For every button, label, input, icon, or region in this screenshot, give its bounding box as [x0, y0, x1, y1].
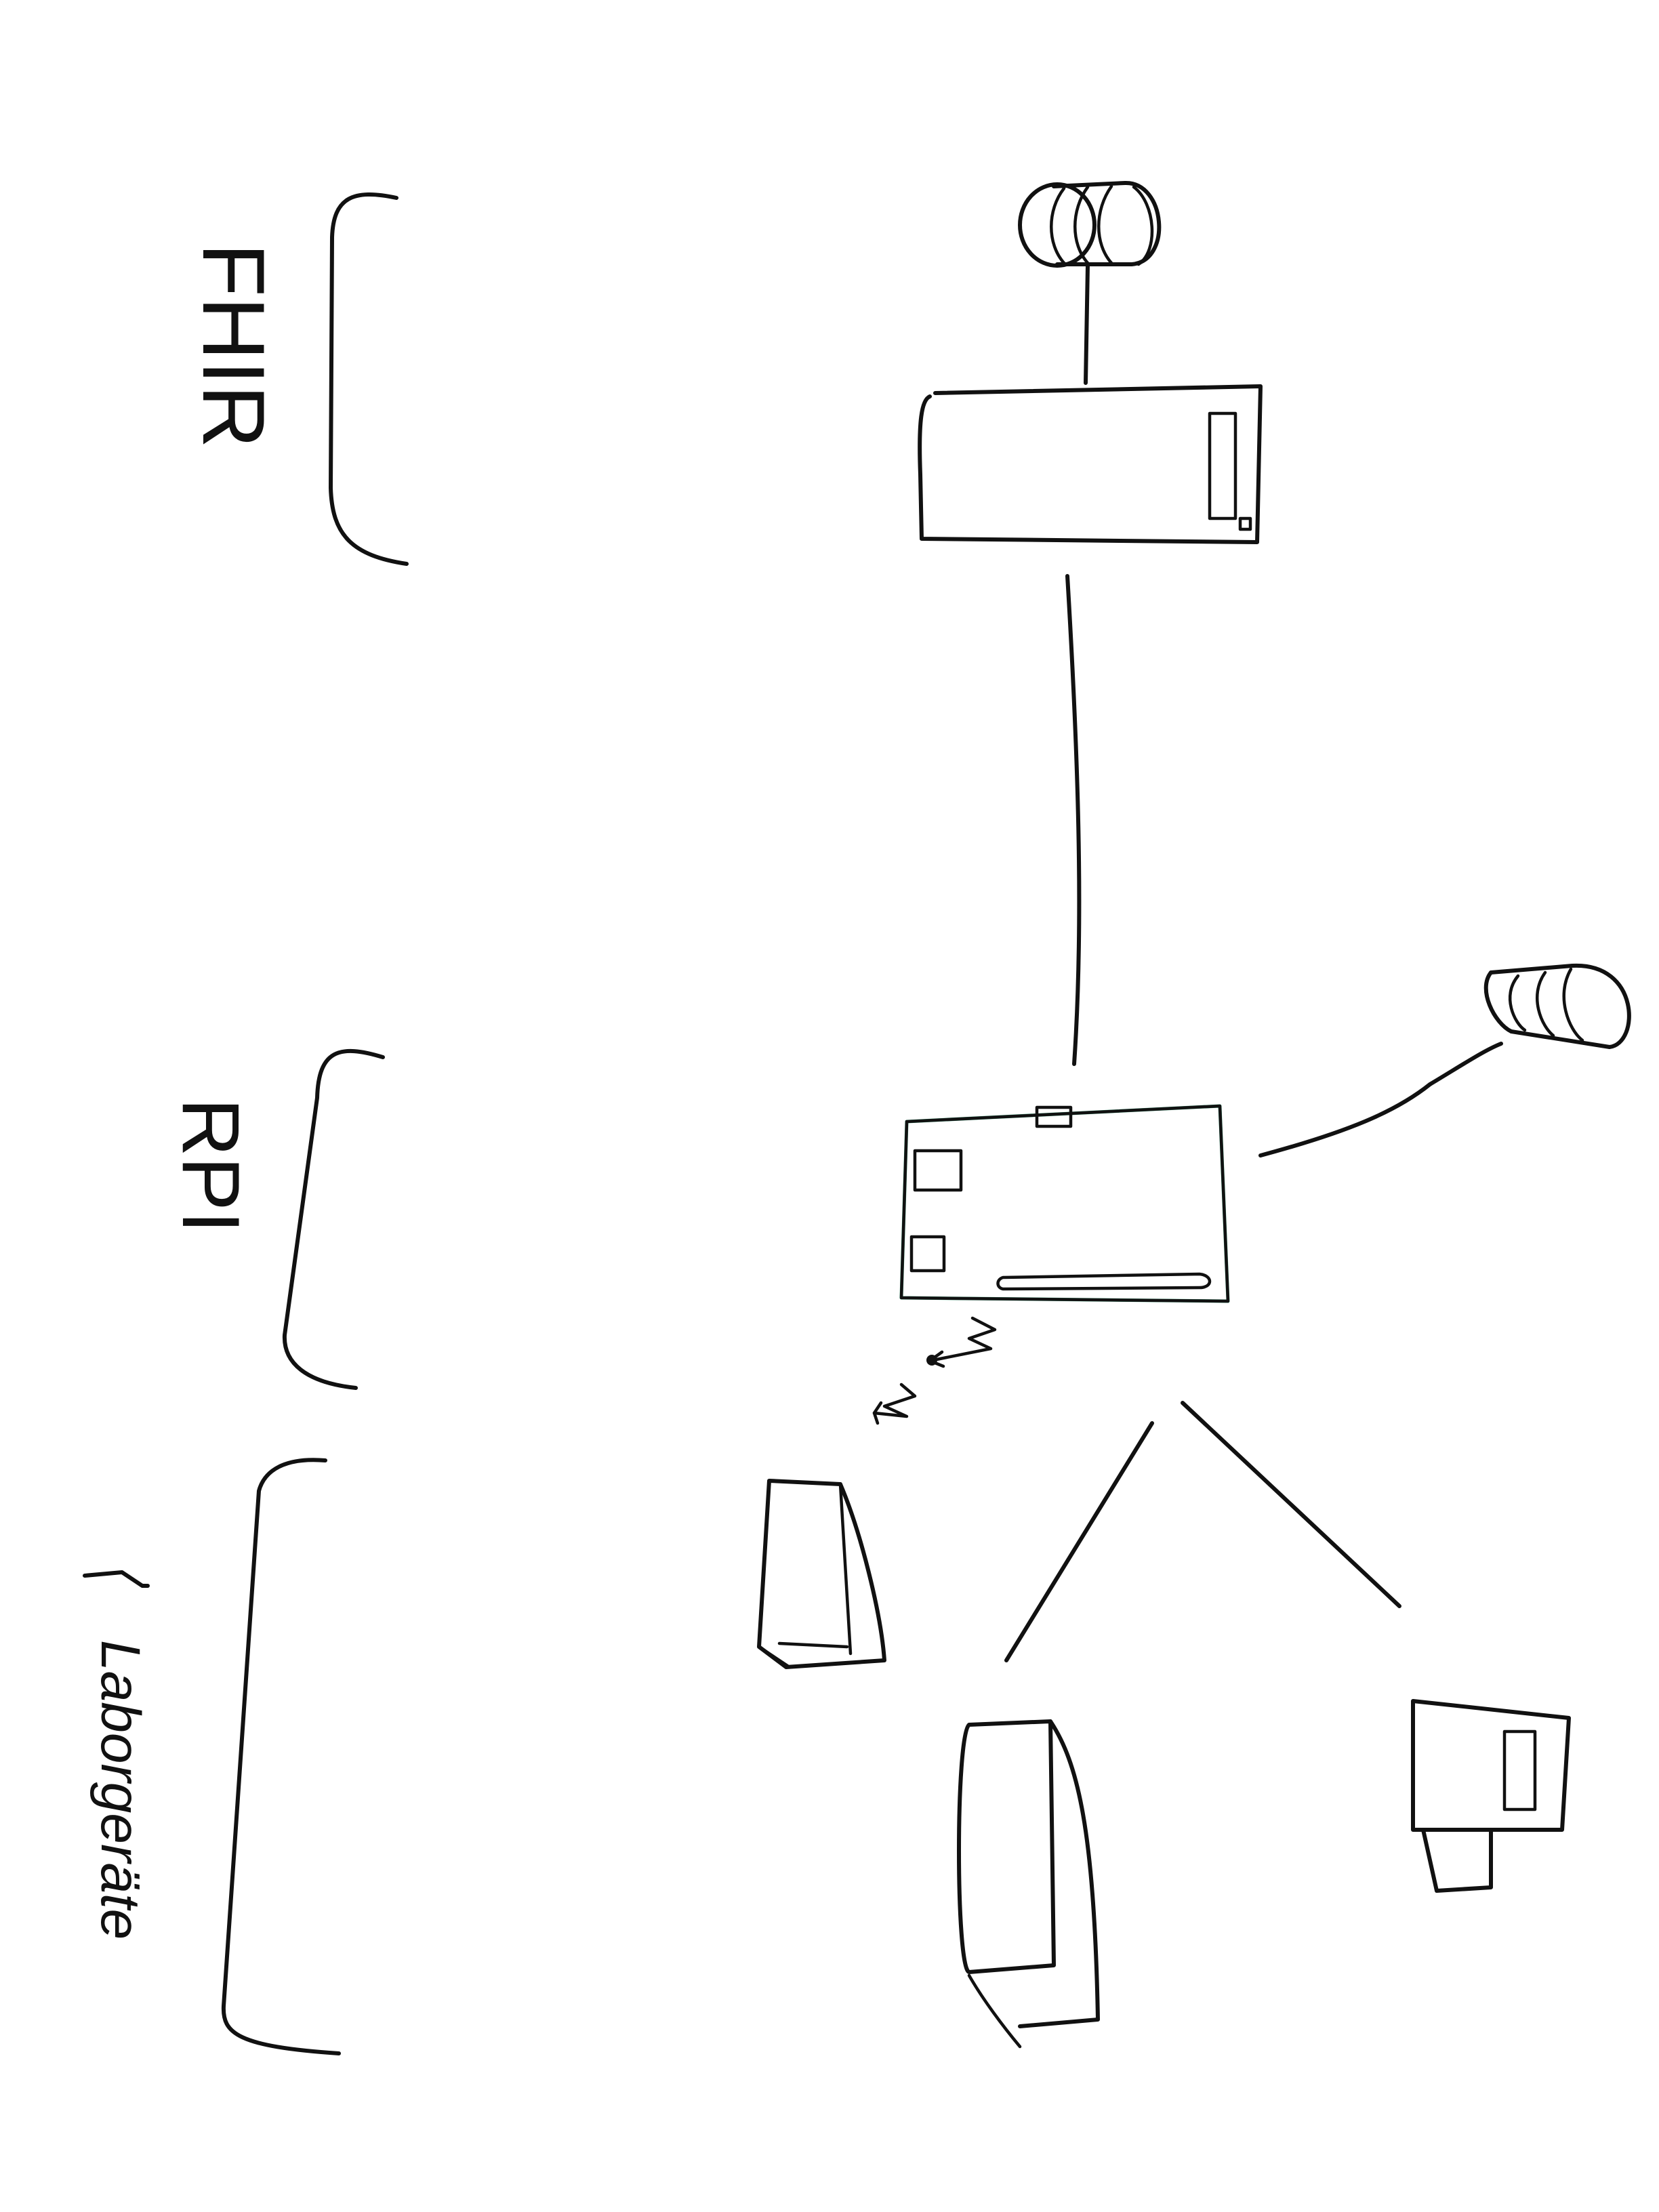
fhir-label: FHIR — [184, 243, 283, 448]
db-to-server-link — [1084, 264, 1090, 385]
rpi-to-device-right-link — [1181, 1401, 1401, 1608]
rpi-bracket — [282, 1048, 385, 1390]
fhir-section-label: FHIR — [184, 192, 409, 566]
rpi-label: RPI — [165, 1098, 256, 1233]
rpi-section-label: RPI — [165, 1048, 385, 1390]
fhir-database-icon — [1018, 180, 1162, 268]
rpi-to-device-left-link — [1004, 1421, 1154, 1662]
devices-label: Laborgeräte — [89, 1640, 151, 1940]
lab-device-icon — [1411, 1699, 1571, 1893]
lab-device-icon — [957, 1719, 1100, 2049]
devices-bracket — [221, 1458, 341, 2055]
server-to-rpi-link — [1065, 574, 1082, 1066]
devices-label-stroke — [83, 1570, 150, 1588]
fhir-server-icon — [918, 384, 1263, 544]
fhir-bracket — [329, 192, 409, 566]
rpi-to-db-link — [1258, 1042, 1503, 1158]
lab-device-icon — [757, 1479, 886, 1669]
raspberry-pi-board-icon — [899, 1104, 1230, 1303]
wireless-signal-icon — [872, 1316, 997, 1425]
devices-section-label: Laborgeräte — [83, 1458, 341, 2055]
rpi-database-icon — [1483, 963, 1631, 1049]
